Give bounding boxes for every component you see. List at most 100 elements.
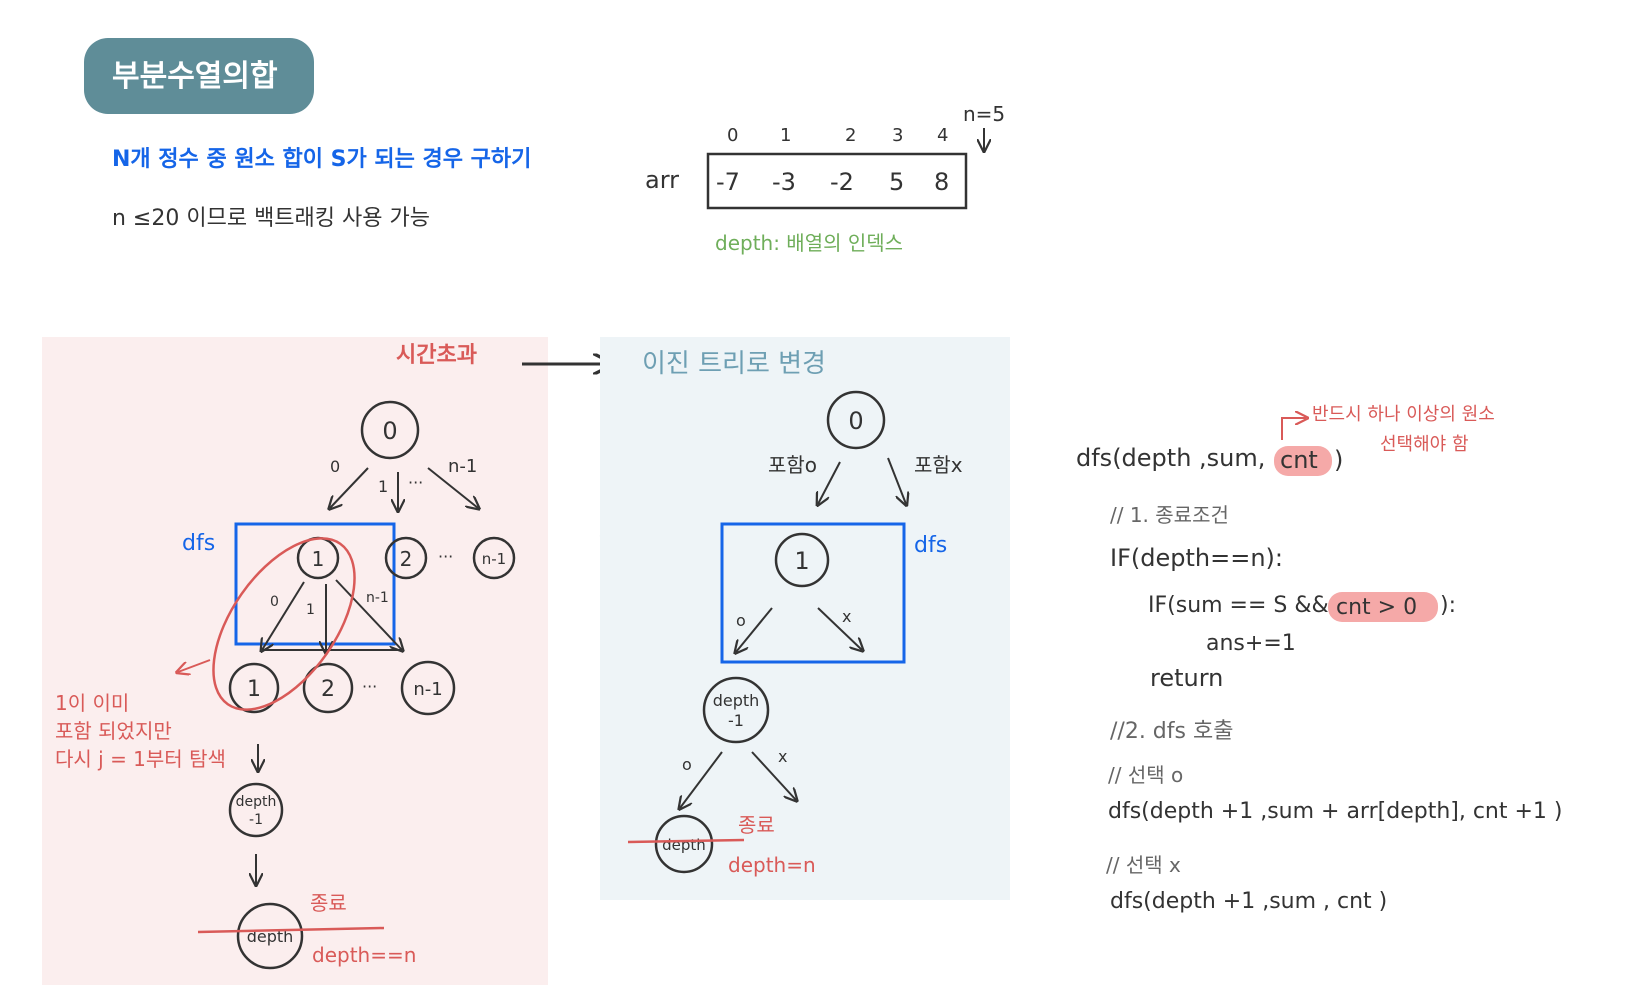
- right-dfs-label: dfs: [914, 533, 947, 558]
- right-l1-edge-x-label: x: [842, 607, 851, 626]
- right-panel-bg: [600, 337, 1010, 900]
- left-sub-edge-n1: [335, 579, 402, 650]
- code-call-select-x: dfs(depth +1 ,sum , cnt ): [1110, 889, 1387, 914]
- array-figure: arr 0 1 2 3 4 -7 -3 -2 5 8 n=5 depth: 배열…: [645, 102, 1005, 255]
- array-index-0: 0: [727, 125, 738, 146]
- cnt-note-line-1: 반드시 하나 이상의 원소: [1312, 404, 1495, 425]
- left-panel-bg: [42, 337, 548, 985]
- array-index-2: 2: [845, 125, 856, 146]
- array-name: arr: [645, 166, 679, 194]
- right-deep-edge-o-label: o: [682, 755, 692, 774]
- code-if-sum-pre: IF(sum == S &&: [1148, 593, 1329, 618]
- right-end-cond: depth=n: [728, 853, 816, 877]
- array-value-3: 5: [889, 168, 904, 196]
- right-l1-edge-o-label: o: [736, 611, 746, 630]
- left-l2-node-n1: [400, 660, 456, 716]
- code-comment-select-o: // 선택 o: [1108, 763, 1183, 787]
- left-end-title: 종료: [310, 891, 347, 915]
- left-l2-label-1: 1: [247, 677, 261, 702]
- right-deep-label-2: -1: [728, 711, 744, 730]
- array-value-2: -2: [830, 168, 854, 196]
- right-end-node: [654, 814, 714, 874]
- left-root-label: 0: [382, 417, 397, 445]
- left-deep-label-1: depth: [236, 794, 277, 810]
- left-sub-edge-1-label: 1: [306, 602, 315, 618]
- left-sub-edge-0-label: 0: [270, 594, 279, 610]
- left-end-strike: [197, 926, 385, 934]
- left-l1-label-n1: n-1: [482, 550, 506, 568]
- cnt-note-line-2: 선택해야 함: [1380, 434, 1469, 455]
- right-panel-heading: 이진 트리로 변경: [642, 349, 826, 379]
- right-dfs-box: [720, 522, 906, 664]
- left-edge-0: [330, 467, 369, 508]
- left-edge-1-label: 1: [378, 477, 388, 496]
- code-call-select-o: dfs(depth +1 ,sum + arr[depth], cnt +1 ): [1108, 799, 1563, 824]
- right-end-strike: [627, 838, 745, 844]
- array-box: [706, 152, 968, 210]
- left-edge-ellipsis: ···: [408, 473, 423, 492]
- depth-note: depth: 배열의 인덱스: [715, 231, 903, 255]
- duplicate-note-line-1: 1이 이미: [55, 691, 129, 715]
- left-deep-node: [228, 782, 284, 838]
- array-index-4: 4: [937, 125, 948, 146]
- array-value-4: 8: [934, 168, 949, 196]
- left-l1-node-n1: [472, 536, 516, 580]
- left-l2-node-1: [228, 662, 280, 714]
- dfs-signature-cnt: cnt: [1280, 446, 1318, 474]
- array-n-note: n=5: [963, 102, 1005, 126]
- right-exclude-label: 포함x: [914, 453, 963, 477]
- left-edge-n1: [427, 467, 478, 508]
- left-edge-0-label: 0: [330, 457, 340, 476]
- left-l2-label-2: 2: [321, 677, 335, 702]
- code-if-sum-post: ):: [1440, 593, 1456, 618]
- dfs-signature-post: ): [1334, 446, 1343, 474]
- code-ans-increment: ans+=1: [1206, 631, 1296, 656]
- right-root-node: [826, 390, 886, 450]
- code-comment-select-x: // 선택 x: [1106, 853, 1181, 877]
- left-dfs-label: dfs: [182, 531, 215, 556]
- cnt-note-arrow: [1281, 418, 1306, 440]
- left-l2-node-2: [302, 662, 354, 714]
- page-title: 부분수열의합: [112, 59, 278, 94]
- cnt-highlight: [1274, 446, 1332, 476]
- left-panel: 시간초과 0 0 1 ··· n-1 dfs 1 2 ··· n-1 0 1 n…: [42, 337, 610, 985]
- left-sub-edge-0: [262, 581, 305, 650]
- right-deep-edge-x-label: x: [778, 747, 787, 766]
- left-edge-n1-label: n-1: [448, 456, 477, 477]
- right-deep-edge-x: [751, 751, 796, 800]
- right-end-label: depth: [662, 836, 706, 854]
- right-l1-node: [774, 532, 830, 588]
- left-deep-label-2: -1: [249, 812, 263, 828]
- title-badge: [84, 38, 314, 114]
- code-comment-call: //2. dfs 호출: [1110, 719, 1233, 744]
- duplicate-note-line-2: 포함 되었지만: [55, 719, 172, 743]
- right-l1-edge-o: [736, 607, 773, 652]
- array-index-3: 3: [892, 125, 903, 146]
- left-panel-heading: 시간초과: [396, 343, 477, 368]
- left-end-cond: depth==n: [312, 943, 416, 967]
- code-if-depth: IF(depth==n):: [1110, 544, 1283, 572]
- array-value-0: -7: [716, 168, 740, 196]
- left-sub-edge-n1-label: n-1: [366, 590, 389, 606]
- left-l2-ellipsis: ···: [362, 677, 377, 696]
- left-end-node: [236, 902, 304, 970]
- array-value-1: -3: [772, 168, 796, 196]
- right-edge-exclude: [887, 457, 906, 504]
- right-deep-node: [702, 676, 770, 744]
- left-l1-node-2: [384, 536, 428, 580]
- left-l1-label-1: 1: [312, 547, 325, 571]
- pseudo-code: 반드시 하나 이상의 원소 선택해야 함 dfs(depth ,sum, cnt…: [1076, 404, 1563, 914]
- right-l1-label: 1: [794, 547, 809, 575]
- code-comment-terminate: // 1. 종료조건: [1110, 503, 1229, 527]
- dfs-signature-pre: dfs(depth ,sum,: [1076, 444, 1265, 472]
- right-deep-edge-o: [680, 751, 723, 808]
- array-index-1: 1: [780, 125, 791, 146]
- code-if-sum-cond: cnt > 0: [1336, 595, 1417, 620]
- left-l1-label-2: 2: [400, 547, 413, 571]
- right-deep-label-1: depth: [713, 691, 760, 710]
- duplicate-note-arrow: [178, 659, 211, 672]
- dfs-signature: dfs(depth ,sum,: [1076, 444, 1265, 472]
- constraint-note: n ≤20 이므로 백트래킹 사용 가능: [112, 206, 430, 231]
- left-root-node: [360, 400, 420, 460]
